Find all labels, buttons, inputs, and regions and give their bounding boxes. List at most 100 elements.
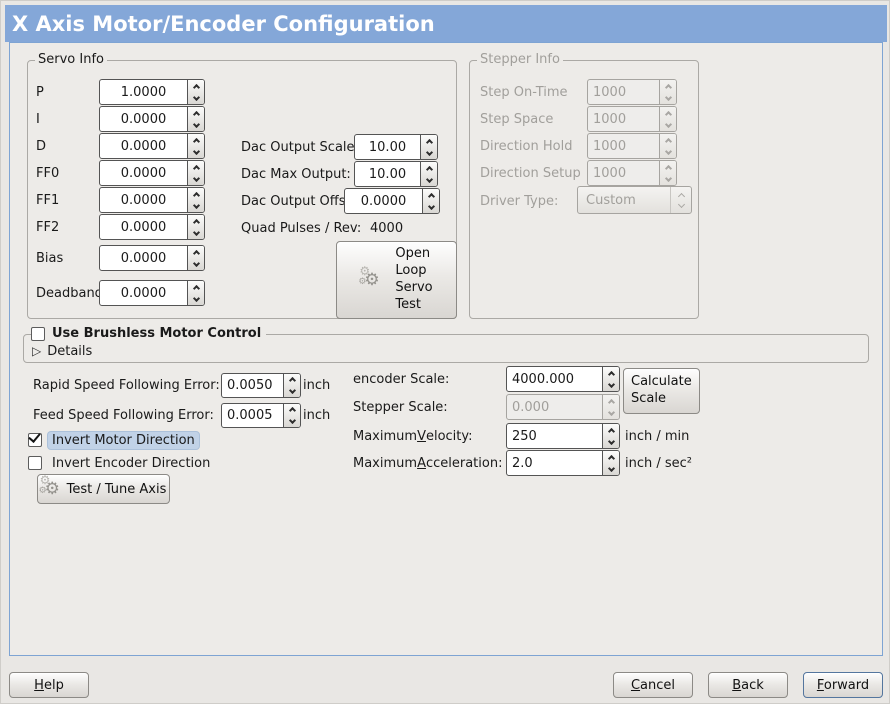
step-space-spin-buttons (659, 107, 676, 131)
encoder-scale-value[interactable]: 4000.000 (512, 371, 575, 387)
page-title: X Axis Motor/Encoder Configuration (5, 5, 887, 42)
bias-spinbox[interactable]: 0.0000 (99, 245, 205, 271)
deadband-spin-buttons[interactable] (187, 281, 204, 305)
deadband-value[interactable]: 0.0000 (120, 285, 167, 301)
rapid-following-error-spinbox[interactable]: 0.0050 (221, 373, 301, 398)
dac-output-scale-spin-buttons[interactable] (420, 135, 437, 159)
use-brushless-row[interactable]: Use Brushless Motor Control (31, 326, 267, 341)
i-spin-buttons[interactable] (187, 107, 204, 131)
ff1-value[interactable]: 0.0000 (120, 192, 167, 208)
ff1-spinbox[interactable]: 0.0000 (99, 187, 205, 213)
maximum-velocity-unit: inch / min (625, 428, 690, 444)
dac-output-offset-spinbox[interactable]: 0.0000 (344, 188, 440, 214)
forward-button[interactable]: Forward (803, 672, 883, 698)
invert-encoder-direction-row[interactable]: Invert Encoder Direction (28, 454, 214, 472)
use-brushless-label[interactable]: Use Brushless Motor Control (52, 326, 262, 341)
ff0-value[interactable]: 0.0000 (120, 165, 167, 181)
dac-max-output-spinbox[interactable]: 10.00 (354, 161, 438, 187)
d-spin-buttons[interactable] (187, 134, 204, 158)
ff2-spin-buttons[interactable] (187, 215, 204, 239)
p-spinbox[interactable]: 1.0000 (99, 79, 205, 105)
driver-type-value: Custom (586, 192, 636, 208)
page-title-text: X Axis Motor/Encoder Configuration (12, 11, 435, 36)
invert-encoder-direction-checkbox[interactable] (28, 456, 42, 470)
ff1-spin-buttons[interactable] (187, 188, 204, 212)
maximum-acceleration-spin-buttons[interactable] (602, 451, 619, 475)
stepper-scale-spin-buttons (602, 395, 619, 419)
open-loop-servo-test-button[interactable]: ⚙⚙⚙ Open Loop Servo Test (336, 241, 457, 319)
calculate-scale-button[interactable]: Calculate Scale (623, 368, 700, 414)
ff0-spin-buttons[interactable] (187, 161, 204, 185)
dac-output-scale-value[interactable]: 10.00 (368, 139, 407, 155)
ff0-label: FF0 (36, 165, 60, 181)
maximum-acceleration-unit: inch / sec² (625, 455, 693, 471)
maximum-acceleration-value[interactable]: 2.0 (512, 455, 533, 471)
cancel-label: Cancel (630, 677, 676, 693)
rapid-following-error-value[interactable]: 0.0050 (227, 378, 273, 393)
direction-setup-spin-buttons (659, 161, 676, 185)
servo-info-frame: Servo Info P I D FF0 FF1 FF2 Bias Deadba… (27, 52, 457, 319)
bias-spin-buttons[interactable] (187, 246, 204, 270)
deadband-spinbox[interactable]: 0.0000 (99, 280, 205, 306)
test-tune-axis-button[interactable]: ⚙⚙⚙ Test / Tune Axis (37, 473, 170, 504)
p-value[interactable]: 1.0000 (120, 84, 167, 100)
i-spinbox[interactable]: 0.0000 (99, 106, 205, 132)
dac-max-output-spin-buttons[interactable] (420, 162, 437, 186)
dac-output-offset-label: Dac Output Offset: (241, 193, 363, 209)
invert-encoder-direction-label[interactable]: Invert Encoder Direction (52, 455, 211, 471)
invert-motor-direction-checkbox[interactable] (28, 433, 42, 447)
cancel-button[interactable]: Cancel (613, 672, 693, 698)
deadband-label: Deadband (36, 285, 103, 301)
feed-following-error-spinbox[interactable]: 0.0005 (221, 403, 301, 428)
bias-value[interactable]: 0.0000 (120, 250, 167, 266)
step-on-time-spinbox: 1000 (587, 79, 677, 105)
ff2-value[interactable]: 0.0000 (120, 219, 167, 235)
expander-arrow-icon[interactable]: ▷ (32, 344, 42, 358)
maximum-velocity-value[interactable]: 250 (512, 428, 537, 444)
stepper-info-frame: Stepper Info Step On-Time Step Space Dir… (469, 52, 699, 319)
dac-output-scale-spinbox[interactable]: 10.00 (354, 134, 438, 160)
driver-type-label: Driver Type: (480, 193, 559, 209)
maximum-velocity-spin-buttons[interactable] (602, 424, 619, 448)
p-spin-buttons[interactable] (187, 80, 204, 104)
back-button[interactable]: Back (708, 672, 788, 698)
step-space-value: 1000 (593, 111, 627, 127)
brushless-frame (23, 334, 869, 363)
stepper-info-legend: Stepper Info (477, 52, 563, 68)
quad-pulses-label: Quad Pulses / Rev: (241, 220, 362, 236)
i-value[interactable]: 0.0000 (120, 111, 167, 127)
dac-max-output-value[interactable]: 10.00 (368, 166, 407, 182)
test-tune-axis-label: Test / Tune Axis (66, 481, 167, 497)
encoder-scale-spinbox[interactable]: 4000.000 (506, 366, 620, 392)
maximum-velocity-spinbox[interactable]: 250 (506, 423, 620, 449)
ff2-spinbox[interactable]: 0.0000 (99, 214, 205, 240)
dac-output-offset-value[interactable]: 0.0000 (360, 193, 407, 209)
stepper-scale-spinbox: 0.000 (506, 394, 620, 420)
feed-following-error-spin-buttons[interactable] (283, 404, 300, 427)
rapid-following-error-spin-buttons[interactable] (283, 374, 300, 397)
stepper-scale-value: 0.000 (512, 399, 550, 415)
use-brushless-checkbox[interactable] (31, 326, 45, 341)
help-label: Help (34, 677, 64, 693)
maximum-acceleration-spinbox[interactable]: 2.0 (506, 450, 620, 476)
invert-motor-direction-row[interactable]: Invert Motor Direction (28, 431, 199, 449)
feed-following-error-value[interactable]: 0.0005 (227, 408, 273, 423)
invert-motor-direction-label[interactable]: Invert Motor Direction (48, 431, 199, 449)
direction-setup-value: 1000 (593, 165, 627, 181)
open-loop-servo-test-label: Open Loop Servo Test (395, 246, 433, 312)
d-value[interactable]: 0.0000 (120, 138, 167, 154)
dac-output-offset-spin-buttons[interactable] (422, 189, 439, 213)
encoder-scale-spin-buttons[interactable] (602, 367, 619, 391)
step-on-time-value: 1000 (593, 84, 627, 100)
details-expander[interactable]: ▷ Details (32, 342, 92, 360)
d-spinbox[interactable]: 0.0000 (99, 133, 205, 159)
details-label[interactable]: Details (47, 343, 93, 359)
dac-max-output-label: Dac Max Output: (241, 166, 351, 182)
help-button[interactable]: Help (9, 672, 89, 698)
ff0-spinbox[interactable]: 0.0000 (99, 160, 205, 186)
gears-icon: ⚙⚙⚙ (358, 264, 380, 290)
ff1-label: FF1 (36, 192, 60, 208)
ff2-label: FF2 (36, 219, 60, 235)
